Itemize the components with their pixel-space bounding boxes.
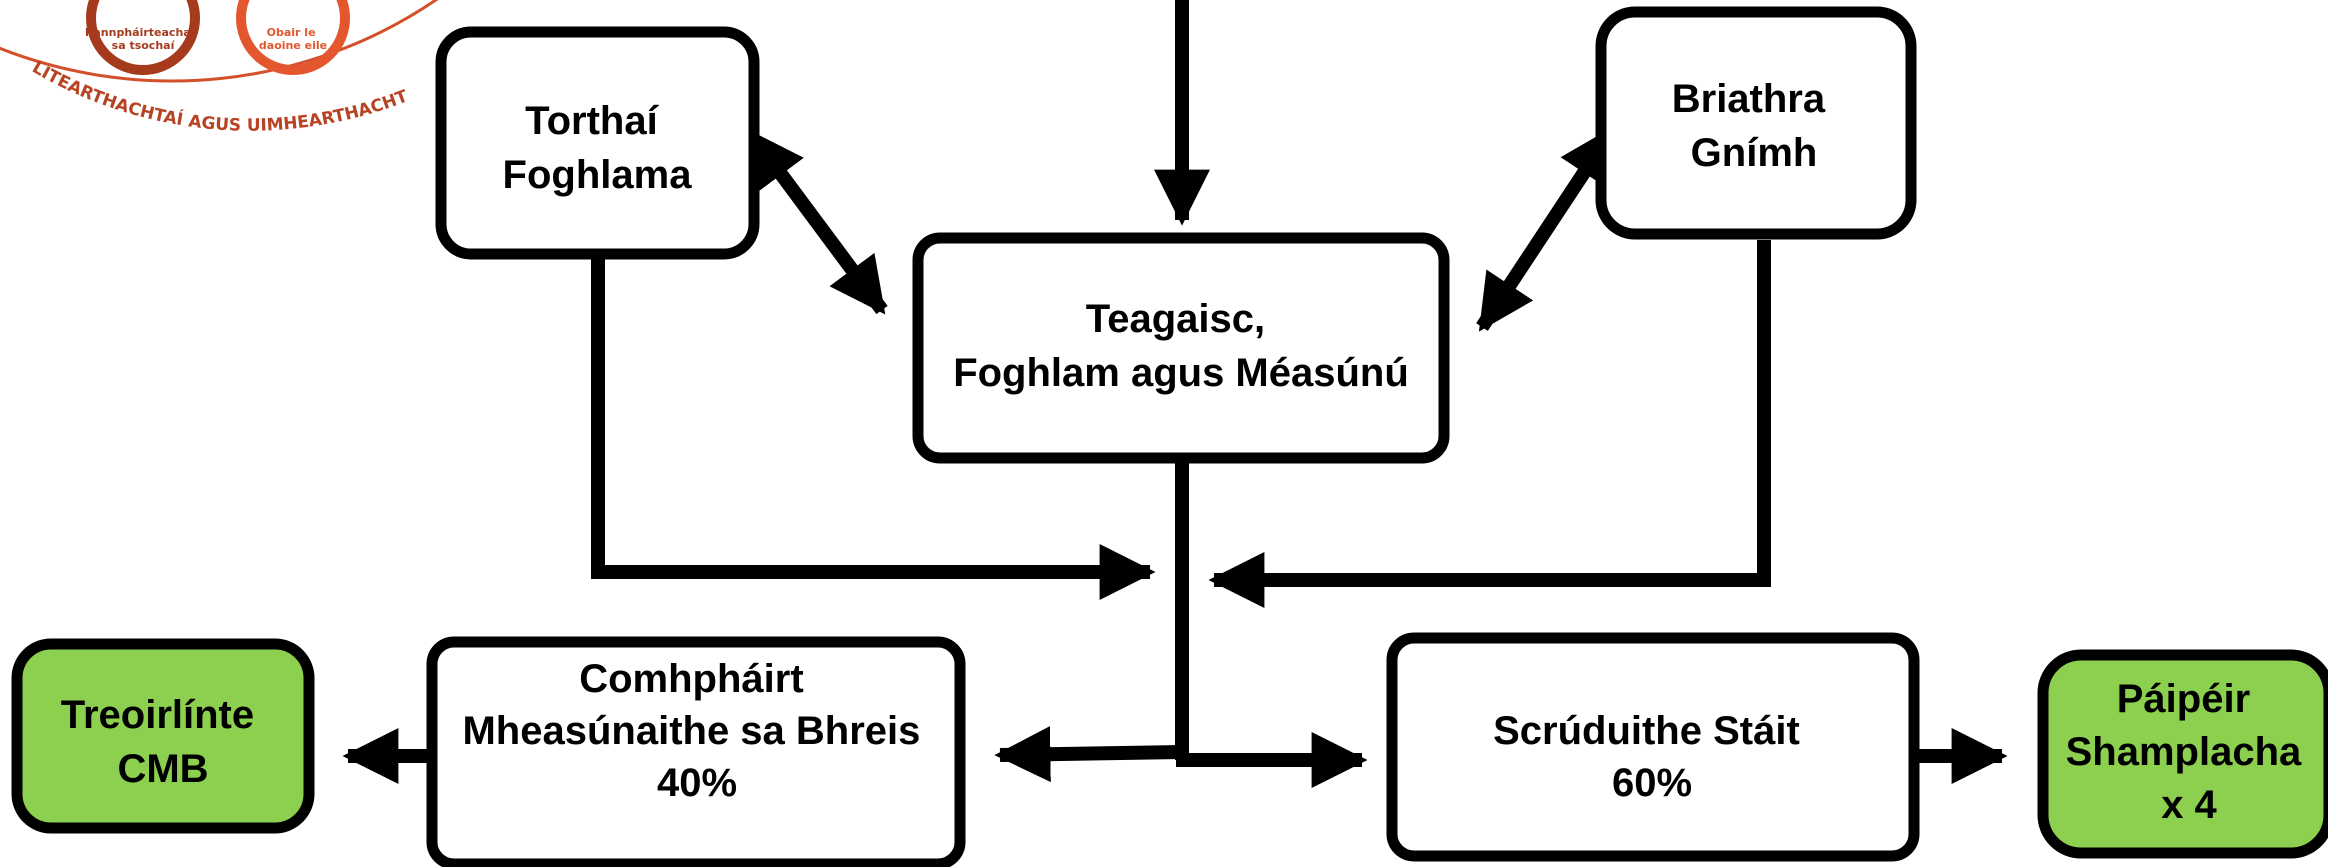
svg-text:Obair le daoine eile: Obair le daoine eile xyxy=(259,26,327,52)
logo-circle-right xyxy=(236,0,350,75)
learning-outcomes-line1: Torthaí xyxy=(525,99,659,143)
sample-papers-line2: Shamplacha xyxy=(2066,730,2302,774)
logo-left-line1: Rannpháirteachas xyxy=(85,26,198,39)
guidelines-line1: Treoirlínte xyxy=(61,693,254,737)
box-sample-papers: Páipéir Shamplacha x 4 xyxy=(2037,649,2328,859)
box-additional-assessment-component: Comhpháirt Mheasúnaithe sa Bhreis 40% xyxy=(426,636,966,867)
sample-papers-line3: x 4 xyxy=(2161,783,2217,827)
action-verbs-line1: Briathra xyxy=(1672,77,1826,121)
aac-line1: Comhpháirt xyxy=(579,657,803,701)
svg-text:LITEARTHACHTAÍ AGUS UIMHEARTHA: LITEARTHACHTAÍ AGUS UIMHEARTHACHT xyxy=(29,58,411,136)
arrow-outcomes-teaching xyxy=(747,129,888,315)
guidelines-line2: CMB xyxy=(117,747,208,791)
arrow-verbs-to-center xyxy=(1208,240,1771,608)
logo-right-line2: daoine eile xyxy=(259,39,327,52)
svg-text:Treoirlínte CMB: Treoirlínte CMB xyxy=(61,693,266,791)
logo-left-line2: sa tsochaí xyxy=(112,39,176,52)
connectors xyxy=(342,0,2008,788)
state-exams-percent: 60% xyxy=(1612,761,1692,805)
svg-text:Scrúduithe Stáit 60%: Scrúduithe Stáit 60% xyxy=(1493,709,1811,805)
svg-text:Comhpháirt Mheasúnaithe: Comhpháirt Mheasúnaithe sa Bhreis 40% xyxy=(462,657,931,805)
box-state-examinations: Scrúduithe Stáit 60% xyxy=(1386,632,1920,862)
action-verbs-line2: Gnímh xyxy=(1691,131,1818,175)
aac-line2: Mheasúnaithe sa Bhreis xyxy=(462,709,920,753)
box-guidelines: Treoirlínte CMB xyxy=(11,638,315,834)
box-action-verbs: Briathra Gnímh xyxy=(1595,6,1917,240)
sample-papers-line1: Páipéir xyxy=(2117,677,2250,721)
logo-outer-arc xyxy=(0,0,439,83)
logo-circle-left xyxy=(86,0,200,75)
svg-text:Rannpháirteachas sa tsoc: Rannpháirteachas sa tsochaí xyxy=(85,26,201,52)
logo-arc-text: LITEARTHACHTAÍ AGUS UIMHEARTHACHT xyxy=(29,58,411,136)
svg-text:Páipéir Shamplacha: Páipéir Shamplacha x 4 xyxy=(2066,677,2313,827)
arrow-verbs-teaching xyxy=(1476,125,1615,332)
logo-right-line1: Obair le xyxy=(267,26,316,39)
arrow-outcomes-to-center xyxy=(591,250,1156,600)
svg-text:Briathra Gnímh: Briathra Gnímh xyxy=(1672,77,1837,175)
teaching-line1: Teagaisc, xyxy=(1086,297,1265,341)
teaching-line2: Foghlam agus Méasúnú xyxy=(953,351,1409,395)
box-teaching-learning-assessment: Teagaisc, Foghlam agus Méasúnú xyxy=(912,232,1450,464)
box-learning-outcomes: Torthaí Foghlama xyxy=(435,26,760,260)
state-exams-line1: Scrúduithe Stáit xyxy=(1493,709,1800,753)
curriculum-logo: Rannpháirteachas sa tsochaí Obair le dao… xyxy=(0,0,439,136)
svg-text:Torthaí Foghlama: Torthaí Foghlama xyxy=(503,99,693,197)
learning-outcomes-line2: Foghlama xyxy=(503,153,693,197)
svg-text:Teagaisc, Foghlam agus M: Teagaisc, Foghlam agus Méasúnú xyxy=(953,297,1409,395)
arrow-to-aac xyxy=(994,726,1183,783)
aac-percent: 40% xyxy=(657,761,737,805)
